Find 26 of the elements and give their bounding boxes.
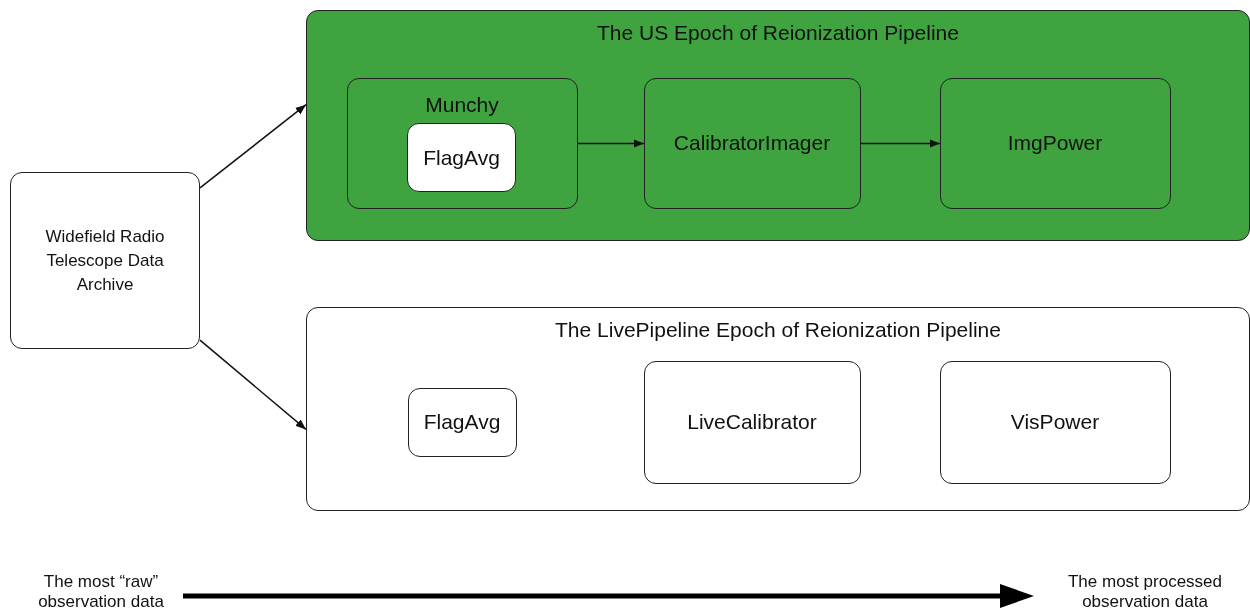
process-box xyxy=(407,387,517,457)
process-box xyxy=(643,360,861,484)
archive-box xyxy=(10,172,200,349)
pipeline-group xyxy=(306,307,1250,511)
process-box xyxy=(407,123,516,192)
node-label: VisPower xyxy=(1010,410,1100,434)
process-box xyxy=(939,77,1171,209)
node-label: Widefield Radio Telescope Data Archive xyxy=(44,225,166,296)
module-box xyxy=(346,77,578,209)
axis-end-label: The most processed observation data xyxy=(1067,572,1223,612)
arrow xyxy=(199,339,307,431)
node-label: LiveCalibrator xyxy=(687,410,817,434)
group-title: The LivePipeline Epoch of Reionization Pipeline xyxy=(555,318,1001,342)
group-title: The US Epoch of Reionization Pipeline xyxy=(597,21,959,45)
node-label: CalibratorImager xyxy=(673,131,831,155)
axis-end-label: The most “raw” observation data xyxy=(37,572,165,612)
arrow xyxy=(199,103,307,189)
pipeline-group xyxy=(306,10,1250,241)
arrow xyxy=(860,139,941,148)
node-label: FlagAvg xyxy=(423,410,501,434)
node-label: FlagAvg xyxy=(423,145,500,170)
process-box xyxy=(643,77,861,209)
group-title: Munchy xyxy=(425,92,499,117)
node-label: ImgPower xyxy=(1007,131,1103,155)
arrow xyxy=(577,139,645,148)
process-box xyxy=(939,360,1171,484)
